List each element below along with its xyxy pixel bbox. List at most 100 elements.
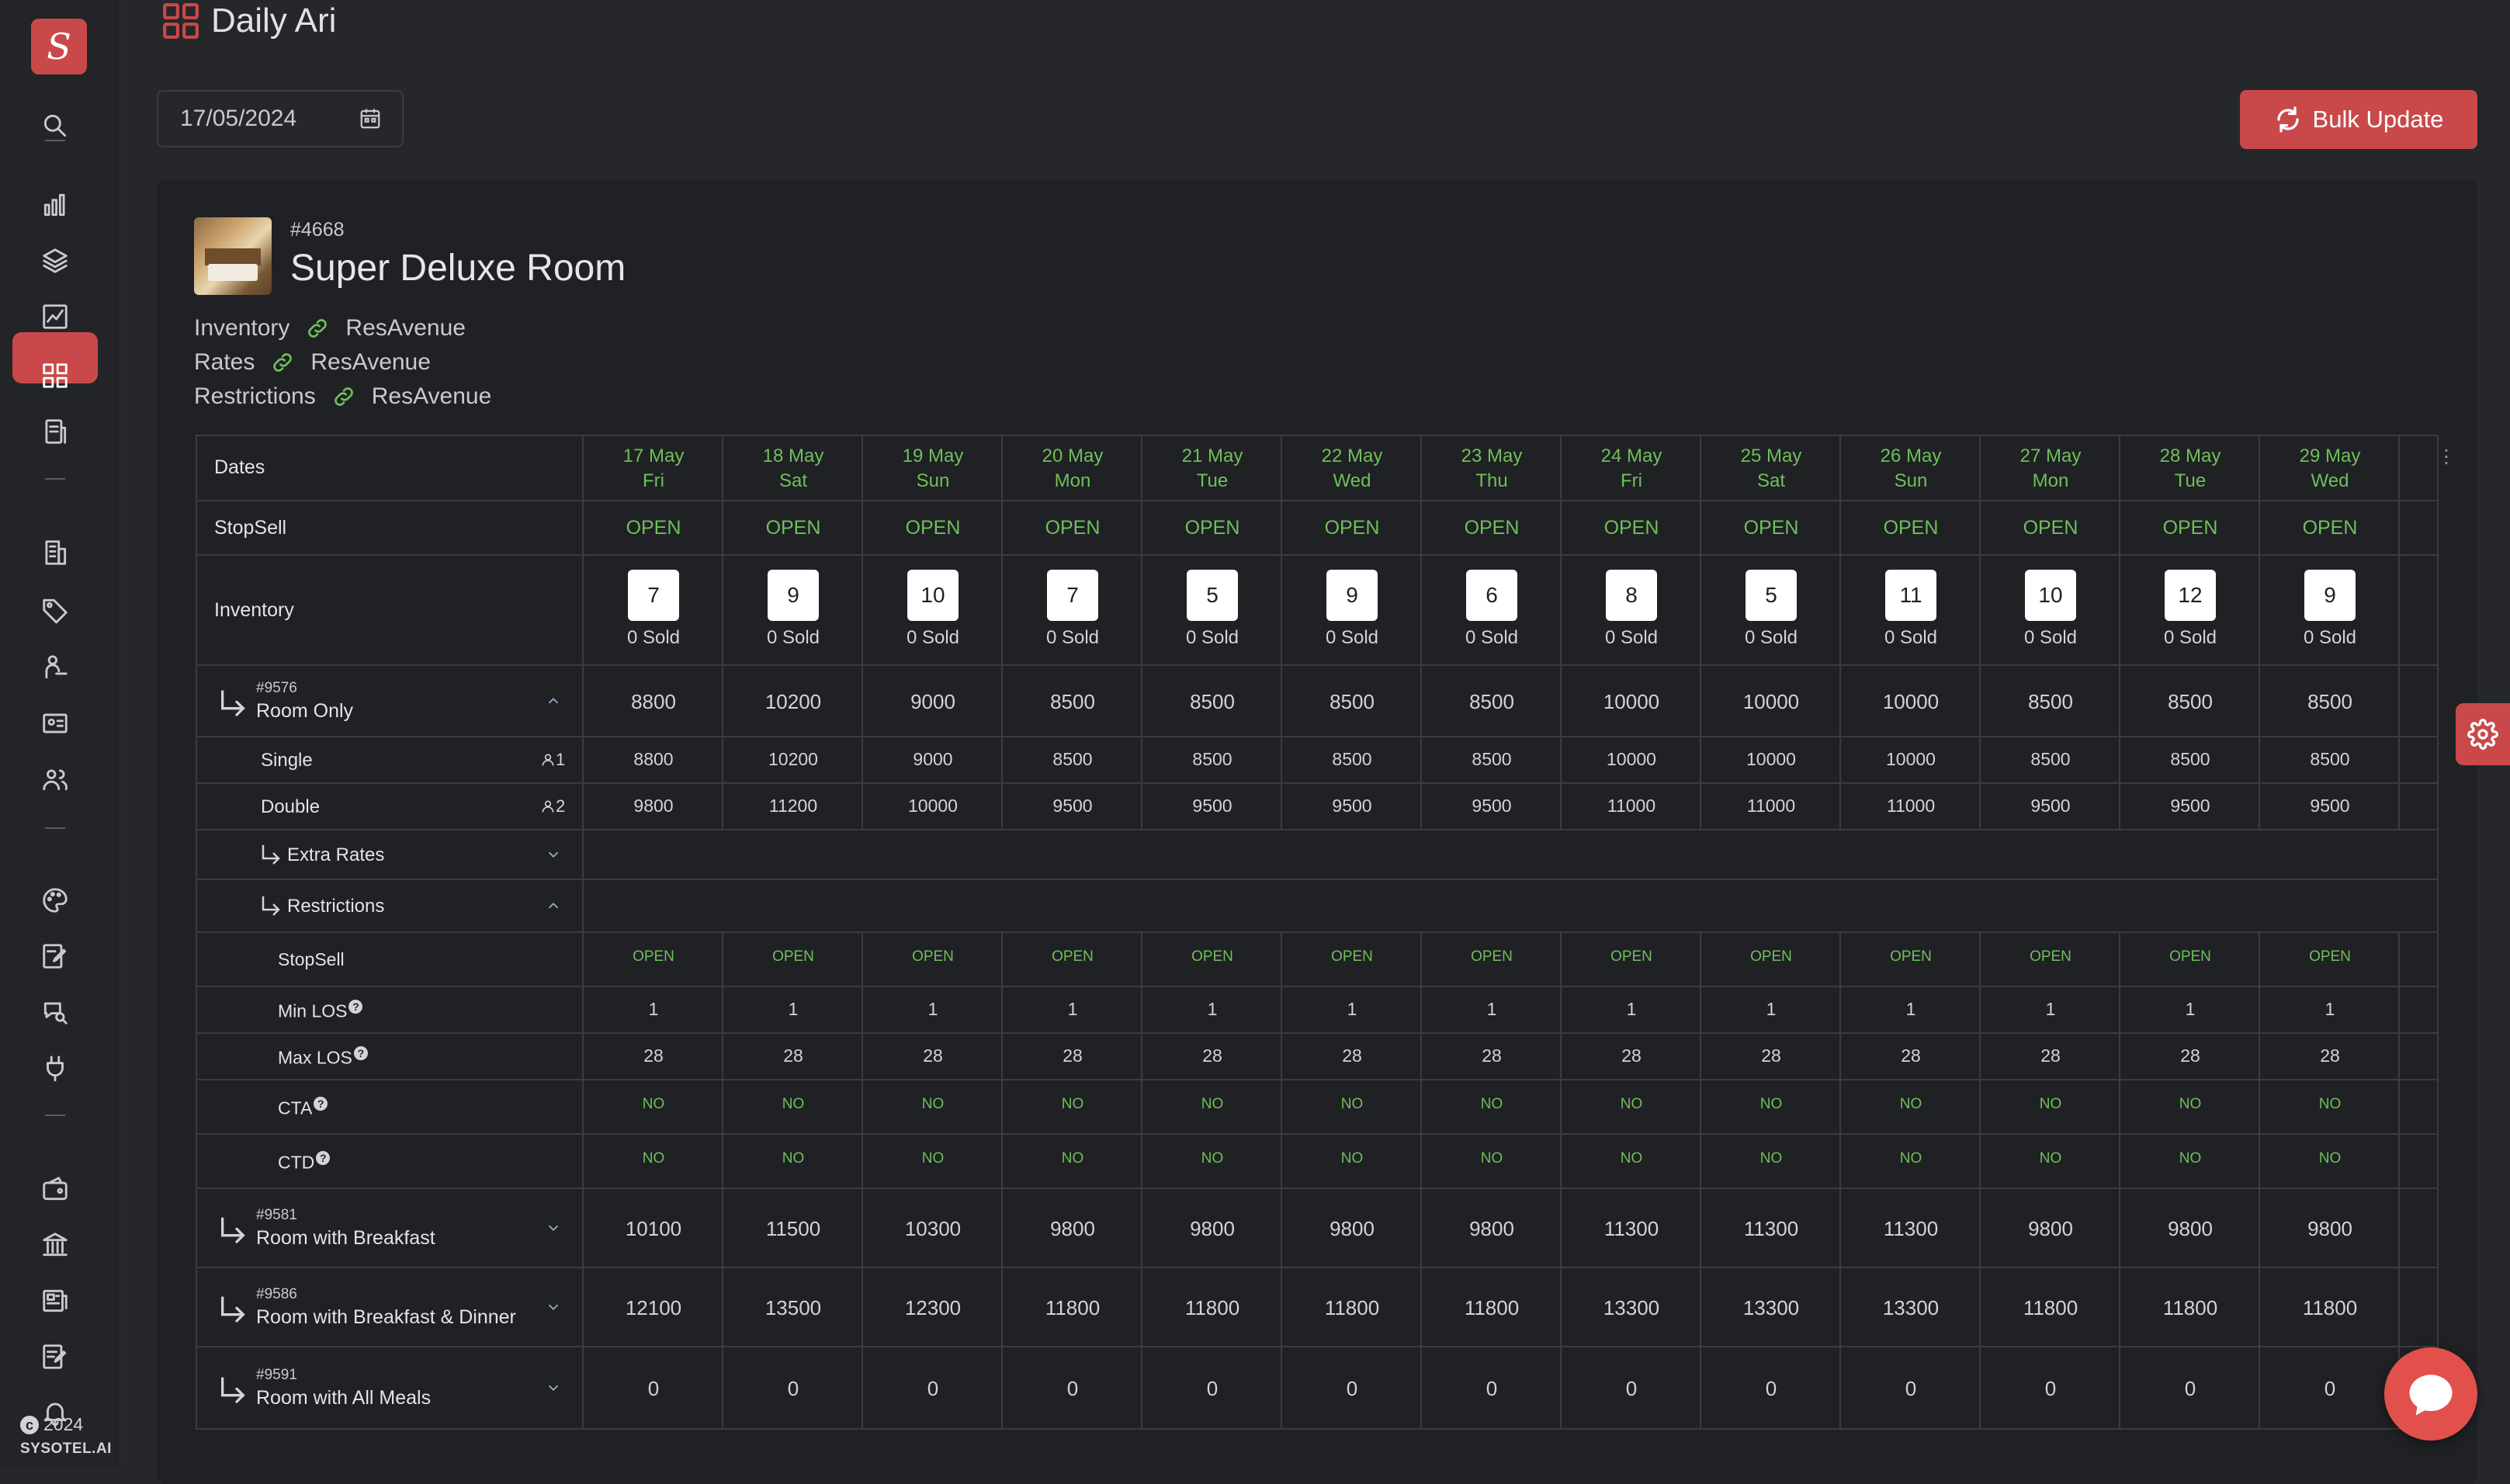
rate-cell[interactable]: 10200 [764, 690, 822, 713]
occupancy-rate-cell[interactable]: 10000 [1886, 749, 1936, 769]
rate-cell[interactable]: 9800 [1469, 1217, 1514, 1240]
rate-cell[interactable]: 0 [2044, 1377, 2057, 1400]
occupancy-rate-cell[interactable]: 8800 [633, 749, 674, 769]
inventory-input[interactable]: 9 [768, 570, 819, 621]
rate-cell[interactable]: 8500 [2028, 690, 2073, 713]
restriction-cell[interactable]: NO [2039, 1150, 2062, 1167]
rate-cell[interactable]: 11800 [2162, 1296, 2218, 1319]
stopsell-cell[interactable]: OPEN [1324, 517, 1380, 539]
rate-cell[interactable]: 8500 [1050, 690, 1095, 713]
occupancy-rate-cell[interactable]: 8500 [1332, 749, 1372, 769]
help-icon[interactable]: ? [314, 1097, 328, 1111]
stopsell-cell[interactable]: OPEN [2302, 517, 2358, 539]
sidebar-item-users[interactable] [36, 761, 74, 798]
restriction-cell[interactable]: 28 [1761, 1045, 1781, 1066]
restriction-cell[interactable]: 28 [783, 1045, 803, 1066]
restriction-cell[interactable]: 1 [2325, 999, 2335, 1019]
rate-cell[interactable]: 9800 [1050, 1217, 1095, 1240]
occupancy-rate-cell[interactable]: 9500 [1472, 796, 1512, 816]
inventory-input[interactable]: 10 [2025, 570, 2076, 621]
restriction-cell[interactable]: NO [1061, 1150, 1084, 1167]
restriction-cell[interactable]: 1 [788, 999, 799, 1019]
rate-cell[interactable]: 0 [927, 1377, 939, 1400]
rate-cell[interactable]: 0 [1765, 1377, 1777, 1400]
restrictions-toggle[interactable] [545, 897, 562, 914]
occupancy-rate-cell[interactable]: 9500 [2310, 796, 2350, 816]
restriction-cell[interactable]: 1 [1347, 999, 1357, 1019]
restriction-cell[interactable]: 28 [2320, 1045, 2340, 1066]
restriction-cell[interactable]: 28 [1901, 1045, 1921, 1066]
restriction-cell[interactable]: 1 [1626, 999, 1637, 1019]
restriction-cell[interactable]: NO [642, 1150, 665, 1167]
occupancy-rate-cell[interactable]: 8500 [1472, 749, 1512, 769]
restriction-cell[interactable]: 1 [1486, 999, 1497, 1019]
inventory-input[interactable]: 9 [1326, 570, 1378, 621]
stopsell-cell[interactable]: OPEN [1184, 517, 1240, 539]
inventory-input[interactable]: 12 [2165, 570, 2216, 621]
rate-cell[interactable]: 11800 [1464, 1296, 1520, 1319]
rate-cell[interactable]: 11500 [765, 1217, 821, 1240]
rate-cell[interactable]: 10100 [625, 1217, 682, 1240]
date-input[interactable]: 17/05/2024 [157, 90, 404, 147]
restriction-cell[interactable]: NO [921, 1150, 945, 1167]
restriction-cell[interactable]: NO [1759, 1096, 1783, 1112]
restriction-cell[interactable]: NO [2179, 1150, 2202, 1167]
restriction-cell[interactable]: 28 [2040, 1045, 2061, 1066]
rate-cell[interactable]: 12300 [904, 1296, 962, 1319]
rate-cell[interactable]: 13300 [1882, 1296, 1940, 1319]
stopsell-cell[interactable]: OPEN [1464, 517, 1520, 539]
sidebar-item-palette[interactable] [36, 882, 74, 919]
rate-cell[interactable]: 9800 [1330, 1217, 1375, 1240]
rate-plan-toggle[interactable] [545, 692, 562, 709]
restriction-cell[interactable]: 28 [2180, 1045, 2200, 1066]
restriction-cell[interactable]: NO [1340, 1150, 1364, 1167]
restriction-cell[interactable]: NO [1201, 1096, 1224, 1112]
rate-cell[interactable]: 0 [1066, 1377, 1079, 1400]
inventory-input[interactable]: 7 [1047, 570, 1098, 621]
restriction-cell[interactable]: NO [1480, 1150, 1503, 1167]
restriction-cell[interactable]: 1 [2045, 999, 2056, 1019]
sidebar-item-line-chart[interactable] [36, 298, 74, 335]
sidebar-item-chat-search[interactable] [36, 993, 74, 1031]
rate-cell[interactable]: 11800 [1324, 1296, 1380, 1319]
rate-plan-toggle[interactable] [545, 1379, 562, 1396]
restriction-cell[interactable]: NO [1620, 1150, 1643, 1167]
sidebar-item-id-card[interactable] [36, 705, 74, 742]
rate-cell[interactable]: 10000 [1603, 690, 1660, 713]
sidebar-item-plug[interactable] [36, 1049, 74, 1087]
rate-plan-toggle[interactable] [545, 1219, 562, 1236]
rate-cell[interactable]: 12100 [625, 1296, 682, 1319]
sidebar-item-edit[interactable] [36, 938, 74, 975]
occupancy-rate-cell[interactable]: 10000 [908, 796, 958, 816]
rate-cell[interactable]: 11300 [1883, 1217, 1939, 1240]
sidebar-item-bank[interactable] [36, 1226, 74, 1264]
help-icon[interactable]: ? [353, 1046, 368, 1060]
stopsell-cell[interactable]: OPEN [1045, 517, 1101, 539]
restriction-cell[interactable]: OPEN [2030, 948, 2071, 965]
rate-cell[interactable]: 13300 [1603, 1296, 1660, 1319]
stopsell-cell[interactable]: OPEN [2162, 517, 2218, 539]
restriction-cell[interactable]: NO [2039, 1096, 2062, 1112]
restriction-cell[interactable]: 28 [1202, 1045, 1222, 1066]
occupancy-rate-cell[interactable]: 11000 [1607, 796, 1656, 816]
stopsell-cell[interactable]: OPEN [765, 517, 821, 539]
restriction-cell[interactable]: NO [1201, 1150, 1224, 1167]
rate-cell[interactable]: 13300 [1742, 1296, 1800, 1319]
restriction-cell[interactable]: 28 [643, 1045, 664, 1066]
rate-cell[interactable]: 0 [1206, 1377, 1219, 1400]
rate-cell[interactable]: 0 [1625, 1377, 1638, 1400]
restriction-cell[interactable]: 1 [927, 999, 938, 1019]
rate-cell[interactable]: 8500 [1469, 690, 1514, 713]
restriction-cell[interactable]: NO [1620, 1096, 1643, 1112]
restriction-cell[interactable]: OPEN [1890, 948, 1932, 965]
restriction-cell[interactable]: NO [2179, 1096, 2202, 1112]
restriction-cell[interactable]: NO [1759, 1150, 1783, 1167]
restriction-cell[interactable]: NO [1899, 1096, 1922, 1112]
rate-cell[interactable]: 0 [787, 1377, 799, 1400]
restriction-cell[interactable]: NO [782, 1096, 805, 1112]
restriction-cell[interactable]: NO [1480, 1096, 1503, 1112]
restriction-cell[interactable]: OPEN [2309, 948, 2351, 965]
rate-cell[interactable]: 0 [647, 1377, 660, 1400]
occupancy-rate-cell[interactable]: 10000 [1746, 749, 1796, 769]
occupancy-rate-cell[interactable]: 8500 [1052, 749, 1093, 769]
